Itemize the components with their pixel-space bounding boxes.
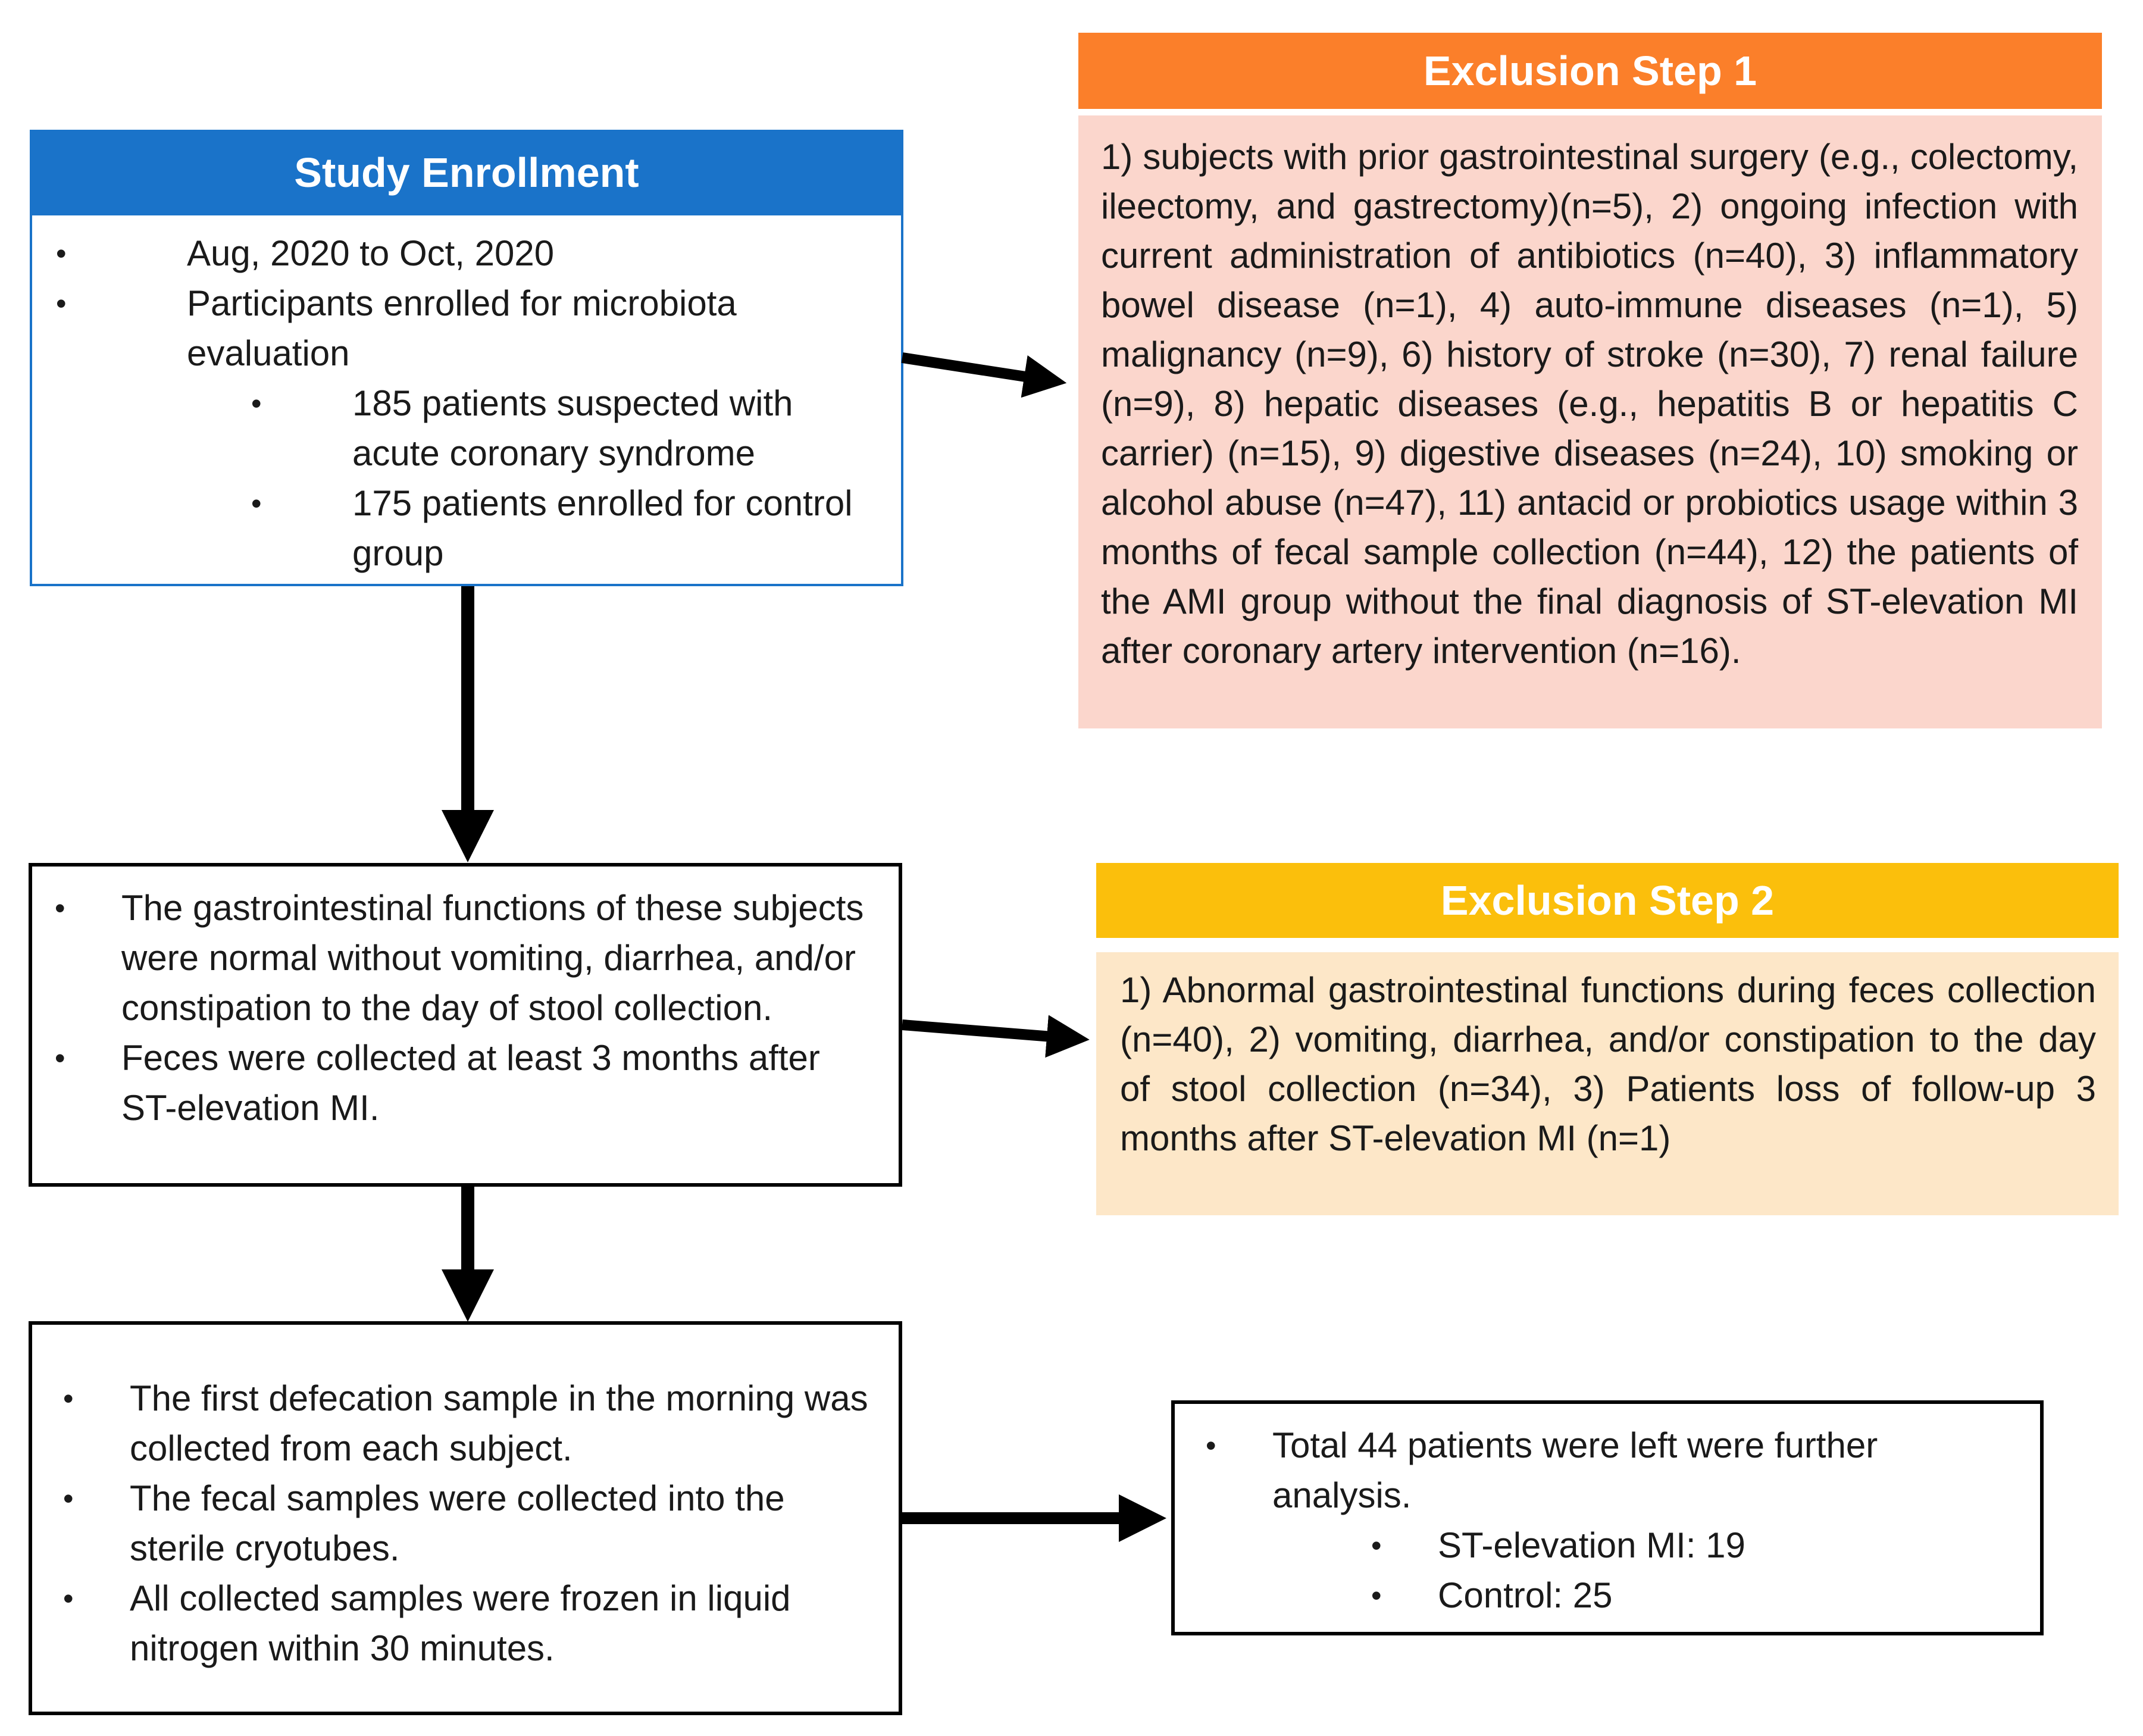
result-box: • Total 44 patients were left were furth… bbox=[1171, 1400, 2044, 1635]
sampling-item: • All collected samples were frozen in l… bbox=[63, 1574, 872, 1674]
exclusion1-box: 1) subjects with prior gastrointestinal … bbox=[1078, 115, 2102, 728]
enrollment-subitem: • 185 patients suspected with acute coro… bbox=[56, 379, 889, 478]
result-list: • Total 44 patients were left were furth… bbox=[1206, 1421, 2027, 1621]
enrollment-header: Study Enrollment bbox=[30, 130, 903, 215]
enrollment-item: • Participants enrolled for microbiota e… bbox=[56, 279, 889, 379]
arrow-gi-to-exclusion2 bbox=[902, 1015, 1090, 1058]
result-item: • Total 44 patients were left were furth… bbox=[1206, 1421, 2027, 1521]
gi-function-list: • The gastrointestinal functions of thes… bbox=[55, 883, 876, 1133]
exclusion1-text: 1) subjects with prior gastrointestinal … bbox=[1101, 137, 2078, 671]
sampling-item: • The first defecation sample in the mor… bbox=[63, 1374, 872, 1474]
bullet-icon: • bbox=[56, 287, 67, 320]
sampling-list: • The first defecation sample in the mor… bbox=[63, 1374, 872, 1674]
exclusion2-box: 1) Abnormal gastrointestinal functions d… bbox=[1096, 952, 2119, 1215]
sampling-item: • The fecal samples were collected into … bbox=[63, 1474, 872, 1574]
result-subitem: • ST-elevation MI: 19 bbox=[1206, 1521, 2027, 1571]
exclusion1-title: Exclusion Step 1 bbox=[1423, 48, 1757, 94]
enrollment-box: Study Enrollment • Aug, 2020 to Oct, 202… bbox=[30, 130, 903, 586]
bullet-icon: • bbox=[1371, 1529, 1382, 1562]
bullet-icon: • bbox=[1371, 1579, 1382, 1612]
bullet-icon: • bbox=[1206, 1429, 1216, 1462]
exclusion2-title: Exclusion Step 2 bbox=[1440, 877, 1775, 924]
gi-function-item: • Feces were collected at least 3 months… bbox=[55, 1033, 876, 1133]
exclusion2-text: 1) Abnormal gastrointestinal functions d… bbox=[1120, 970, 2096, 1158]
exclusion1-header: Exclusion Step 1 bbox=[1078, 33, 2102, 109]
enrollment-subitem: • 175 patients enrolled for control grou… bbox=[56, 478, 889, 578]
enrollment-list: • Aug, 2020 to Oct, 2020 • Participants … bbox=[56, 229, 889, 578]
bullet-icon: • bbox=[55, 892, 65, 925]
bullet-icon: • bbox=[63, 1482, 74, 1515]
arrow-enroll-to-exclusion1 bbox=[901, 352, 1067, 398]
bullet-icon: • bbox=[63, 1382, 74, 1415]
exclusion2-header: Exclusion Step 2 bbox=[1096, 863, 2119, 938]
bullet-icon: • bbox=[251, 387, 262, 420]
gi-function-box: • The gastrointestinal functions of thes… bbox=[29, 863, 902, 1187]
sampling-box: • The first defecation sample in the mor… bbox=[29, 1321, 902, 1715]
bullet-icon: • bbox=[55, 1041, 65, 1075]
enrollment-item: • Aug, 2020 to Oct, 2020 bbox=[56, 229, 889, 279]
bullet-icon: • bbox=[251, 487, 262, 520]
result-subitem: • Control: 25 bbox=[1206, 1571, 2027, 1621]
gi-function-item: • The gastrointestinal functions of thes… bbox=[55, 883, 876, 1033]
bullet-icon: • bbox=[63, 1582, 74, 1615]
bullet-icon: • bbox=[56, 237, 67, 270]
enrollment-title: Study Enrollment bbox=[294, 149, 639, 196]
